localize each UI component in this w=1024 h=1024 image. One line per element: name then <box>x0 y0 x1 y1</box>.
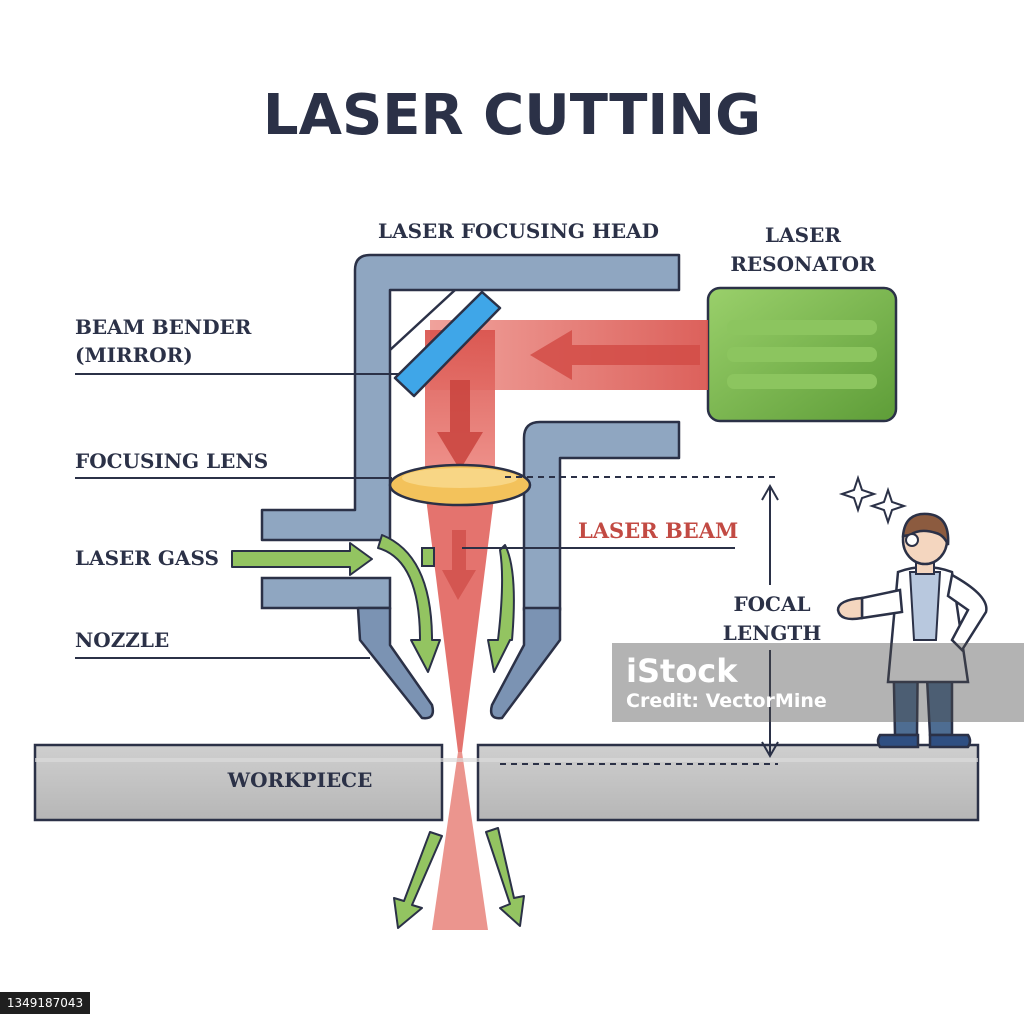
beam-bender-mirror <box>393 290 502 398</box>
sparkle-icon <box>868 486 908 526</box>
label-workpiece: WORKPIECE <box>227 768 373 792</box>
focal-arrow-down-head <box>761 741 779 759</box>
resonator-stripe <box>727 320 877 335</box>
watermark-brand: iStock <box>626 652 738 690</box>
operator-figure <box>836 474 988 749</box>
label-laser-gas: LASER GASS <box>75 546 219 570</box>
gas-flow-arrow-right <box>487 544 515 673</box>
workpiece-right <box>476 743 980 822</box>
resonator-stripe <box>727 374 877 389</box>
head-diagonal <box>389 289 456 351</box>
label-focal-line2: LENGTH <box>723 621 821 645</box>
gas-port-small <box>421 547 435 567</box>
nozzle-left <box>356 606 435 720</box>
label-beam-bender-line2: (MIRROR) <box>75 343 193 367</box>
beam-arrow-focused <box>442 530 476 600</box>
label-resonator-line2: RESONATOR <box>730 252 876 276</box>
watermark-credit: Credit: VectorMine <box>626 690 827 712</box>
gas-inlet-arrow <box>231 542 373 576</box>
label-focal-line1: FOCAL <box>733 592 810 616</box>
gas-exhaust-arrow-right <box>485 827 525 927</box>
sparkle-icon <box>838 474 878 514</box>
laser-beam-focused <box>425 490 495 752</box>
gas-inlet-wall <box>260 576 392 610</box>
resonator-stripe <box>727 347 877 362</box>
focal-arrow-up-head <box>761 483 779 501</box>
stock-id-badge: 1349187043 <box>0 992 90 1014</box>
laser-beam-exit <box>432 752 488 930</box>
label-laser-beam: LASER BEAM <box>578 518 738 543</box>
beam-arrow-down <box>437 380 483 470</box>
label-focusing-head: LASER FOCUSING HEAD <box>378 219 659 243</box>
glasses-icon <box>905 533 919 547</box>
focusing-head-right-body <box>522 420 681 612</box>
label-nozzle: NOZZLE <box>75 628 169 652</box>
focusing-lens-highlight <box>402 468 518 488</box>
workpiece-left <box>33 743 444 822</box>
label-beam-bender-line1: BEAM BENDER <box>75 315 252 339</box>
nozzle-right <box>489 606 562 720</box>
label-resonator-line1: LASER <box>765 223 841 247</box>
watermark-band <box>612 643 1024 722</box>
gas-flow-arrow-left <box>377 534 441 673</box>
diagram-title: LASER CUTTING <box>263 83 761 148</box>
beam-arrow-left <box>530 330 700 380</box>
gas-exhaust-arrow-left <box>393 831 443 929</box>
label-focusing-lens: FOCUSING LENS <box>75 449 268 473</box>
